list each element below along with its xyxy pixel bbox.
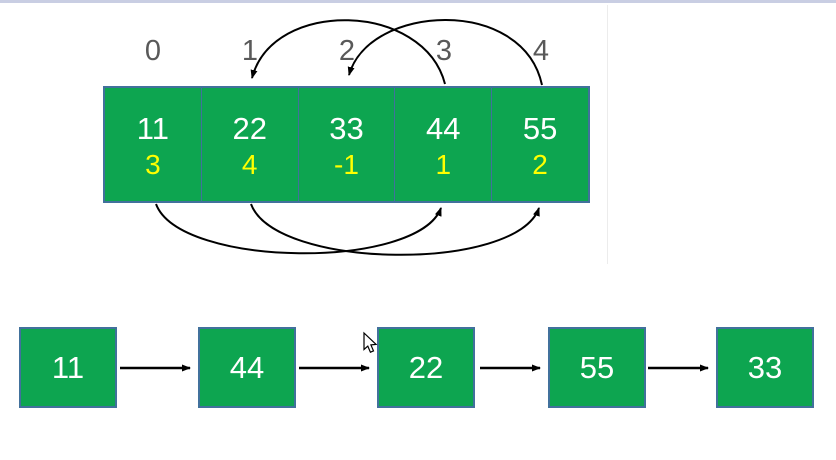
list-node-value: 55	[579, 349, 615, 385]
array-index-label-3: 3	[435, 35, 453, 67]
array-cell-new-index: 3	[145, 148, 161, 180]
list-node-value: 44	[229, 349, 265, 385]
arrow-index1-to-index4	[250, 203, 540, 256]
array-cell-4: 55 2	[492, 88, 588, 201]
array-cell-value: 22	[232, 110, 267, 146]
array-cell-3: 44 1	[395, 88, 493, 201]
arrow-index0-to-index3	[155, 203, 442, 255]
window-top-border	[0, 0, 836, 3]
array-cell-2: 33 -1	[299, 88, 396, 201]
array-cell-new-index: 2	[532, 148, 548, 180]
list-node-value: 22	[408, 349, 444, 385]
array-cell-value: 11	[136, 110, 169, 146]
list-node-value: 11	[51, 349, 85, 385]
array-cell-value: 44	[426, 110, 461, 146]
array-index-label-1: 1	[241, 35, 259, 67]
slide-edge-line	[607, 5, 608, 264]
array-cell-new-index: 4	[241, 148, 258, 180]
array-index-label-4: 4	[532, 35, 550, 67]
list-node-3: 55	[548, 327, 646, 408]
array-cell-0: 11 3	[105, 88, 202, 201]
array-cell-new-index: 1	[435, 148, 452, 180]
list-node-4: 33	[716, 327, 814, 408]
array-cell-1: 22 4	[202, 88, 299, 201]
array-cell-new-index: -1	[334, 148, 359, 180]
array-index-label-0: 0	[144, 35, 162, 67]
list-node-value: 33	[747, 349, 783, 385]
mouse-cursor	[363, 331, 378, 353]
array-cell-value: 55	[522, 110, 558, 146]
array: 11 3 22 4 33 -1 44 1 55 2	[103, 86, 590, 203]
list-node-0: 11	[19, 327, 117, 408]
array-index-label-2: 2	[338, 35, 356, 67]
array-cell-value: 33	[329, 110, 364, 146]
list-node-1: 44	[198, 327, 296, 408]
list-node-2: 22	[377, 327, 475, 408]
